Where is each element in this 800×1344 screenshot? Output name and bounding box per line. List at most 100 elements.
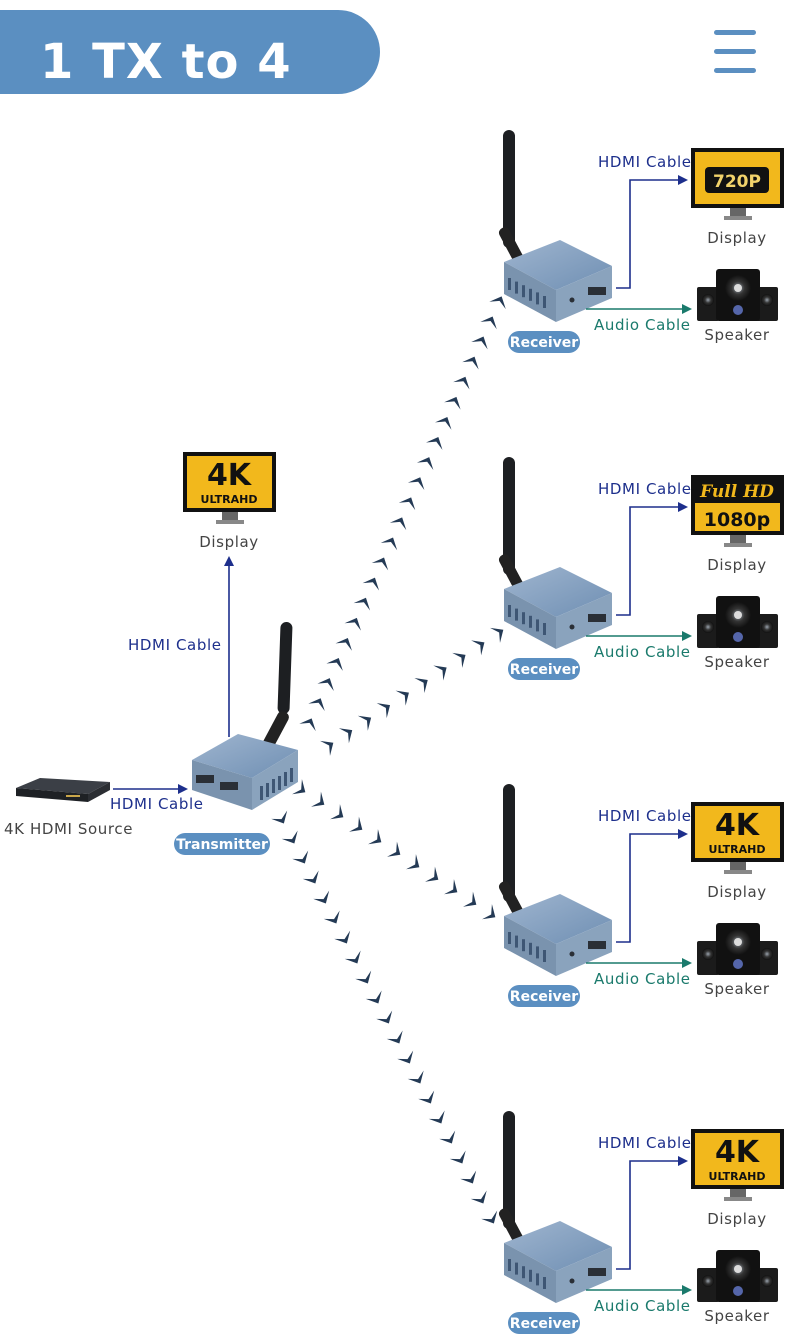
receiver-label: Receiver <box>510 662 578 678</box>
signal-chevron-3-2 <box>311 791 325 807</box>
transmitter-display-label: Display <box>199 533 259 551</box>
receiver-audio-label: Audio Cable <box>594 970 691 988</box>
speaker-icon <box>697 269 778 321</box>
signal-chevron-1-15 <box>426 437 443 450</box>
receiver-hdmi-line <box>616 829 688 943</box>
speaker-icon <box>697 923 778 975</box>
signal-chevron-4-18 <box>449 1150 466 1164</box>
signal-chevron-3-1 <box>292 779 306 795</box>
receiver-speaker-label: Speaker <box>704 1307 769 1325</box>
signal-chevron-1-1 <box>299 718 316 732</box>
signal-chevron-4-4 <box>302 870 319 884</box>
signal-chevron-4-17 <box>439 1130 456 1144</box>
signal-chevron-3-5 <box>368 829 382 845</box>
signal-chevron-4-19 <box>460 1170 477 1184</box>
transmitter-badge <box>174 833 270 855</box>
receiver-hdmi-line <box>616 175 688 289</box>
receiver-display-badge-bottom: 1080p <box>704 509 770 531</box>
receiver-display: 720P <box>691 148 784 220</box>
receiver-hdmi-label: HDMI Cable <box>598 480 692 498</box>
signal-chevron-1-5 <box>335 637 352 651</box>
signal-chevron-4-13 <box>397 1050 414 1064</box>
receiver-badge <box>508 1312 580 1334</box>
receiver-badge <box>508 985 580 1007</box>
signal-chevron-4-10 <box>365 990 382 1004</box>
signal-chevron-1-18 <box>453 376 470 390</box>
transmitter-label: Transmitter <box>176 837 268 853</box>
receiver-speaker-label: Speaker <box>704 980 769 998</box>
receiver-badge <box>508 658 580 680</box>
signal-chevron-4-5 <box>313 890 330 904</box>
signal-chevron-3-6 <box>387 841 401 857</box>
signal-chevron-3-7 <box>406 854 420 870</box>
receiver-hdmi-label: HDMI Cable <box>598 1134 692 1152</box>
signal-chevron-1-21 <box>480 316 497 330</box>
receiver-audio-label: Audio Cable <box>594 643 691 661</box>
receiver-display-label: Display <box>707 1210 767 1228</box>
signal-chevron-4-9 <box>355 970 372 984</box>
signal-chevron-3-3 <box>330 804 344 820</box>
signal-chevron-2-1 <box>320 740 334 756</box>
receiver-hdmi-line <box>616 502 688 616</box>
signal-chevron-1-6 <box>344 617 361 631</box>
signal-chevron-1-8 <box>362 577 380 591</box>
receiver-hdmi-line <box>616 1156 688 1270</box>
signal-chevron-4-11 <box>376 1010 393 1024</box>
signal-chevron-1-10 <box>380 537 398 551</box>
signal-chevron-4-2 <box>281 830 298 844</box>
receiver-speaker-label: Speaker <box>704 653 769 671</box>
signal-chevron-1-16 <box>435 416 452 430</box>
receiver-display-badge-bottom: ULTRAHD <box>709 1170 766 1183</box>
signal-chevron-4-16 <box>428 1110 445 1124</box>
receiver-hdmi-label: HDMI Cable <box>598 153 692 171</box>
receiver-display-badge-top: 4K <box>715 808 761 843</box>
signal-chevron-2-4 <box>376 703 391 719</box>
signal-chevron-1-20 <box>471 336 488 350</box>
receiver-label: Receiver <box>510 1316 578 1332</box>
speaker-icon <box>697 596 778 648</box>
receiver-badge <box>508 331 580 353</box>
signal-chevron-1-3 <box>317 678 334 691</box>
receiver-device <box>498 130 612 322</box>
signal-chevron-4-6 <box>323 910 340 924</box>
receiver-display-badge-top: Full HD <box>699 482 774 502</box>
wireless-signal-arrows <box>271 296 506 1224</box>
signal-chevron-4-8 <box>344 950 361 964</box>
hamburger-menu-icon[interactable] <box>706 24 766 80</box>
signal-chevron-2-6 <box>414 678 428 694</box>
receiver-device <box>498 1111 612 1303</box>
receiver-label: Receiver <box>510 989 578 1005</box>
signal-chevron-2-9 <box>471 640 485 656</box>
signal-chevron-4-21 <box>481 1210 498 1224</box>
signal-chevron-4-20 <box>470 1190 487 1204</box>
signal-chevron-2-2 <box>338 728 353 744</box>
transmitter-display <box>183 452 276 524</box>
receiver-display-badge-bottom: ULTRAHD <box>709 843 766 856</box>
signal-chevron-1-19 <box>462 356 479 370</box>
receiver-device <box>498 457 612 649</box>
signal-chevron-2-3 <box>357 715 372 731</box>
title-banner: 1 TX to 4 RX <box>0 10 380 150</box>
signal-chevron-3-8 <box>425 866 439 882</box>
hdmi-source-device <box>16 778 110 802</box>
transmitter-device <box>192 622 298 810</box>
signal-chevron-2-7 <box>433 665 447 681</box>
receiver-audio-label: Audio Cable <box>594 1297 691 1315</box>
receiver-device <box>498 784 612 976</box>
signal-chevron-4-12 <box>386 1030 403 1044</box>
signal-chevron-3-11 <box>482 904 496 920</box>
signal-chevron-1-7 <box>353 597 371 611</box>
signal-chevron-4-3 <box>292 850 309 864</box>
signal-chevron-3-4 <box>349 816 363 832</box>
page-title: 1 TX to 4 RX <box>40 34 292 150</box>
signal-chevron-1-13 <box>407 477 425 491</box>
receiver-display-badge-top: 4K <box>715 1135 761 1170</box>
signal-chevron-1-22 <box>489 296 506 310</box>
signal-chevron-3-10 <box>463 891 477 907</box>
signal-chevron-4-15 <box>418 1090 435 1104</box>
